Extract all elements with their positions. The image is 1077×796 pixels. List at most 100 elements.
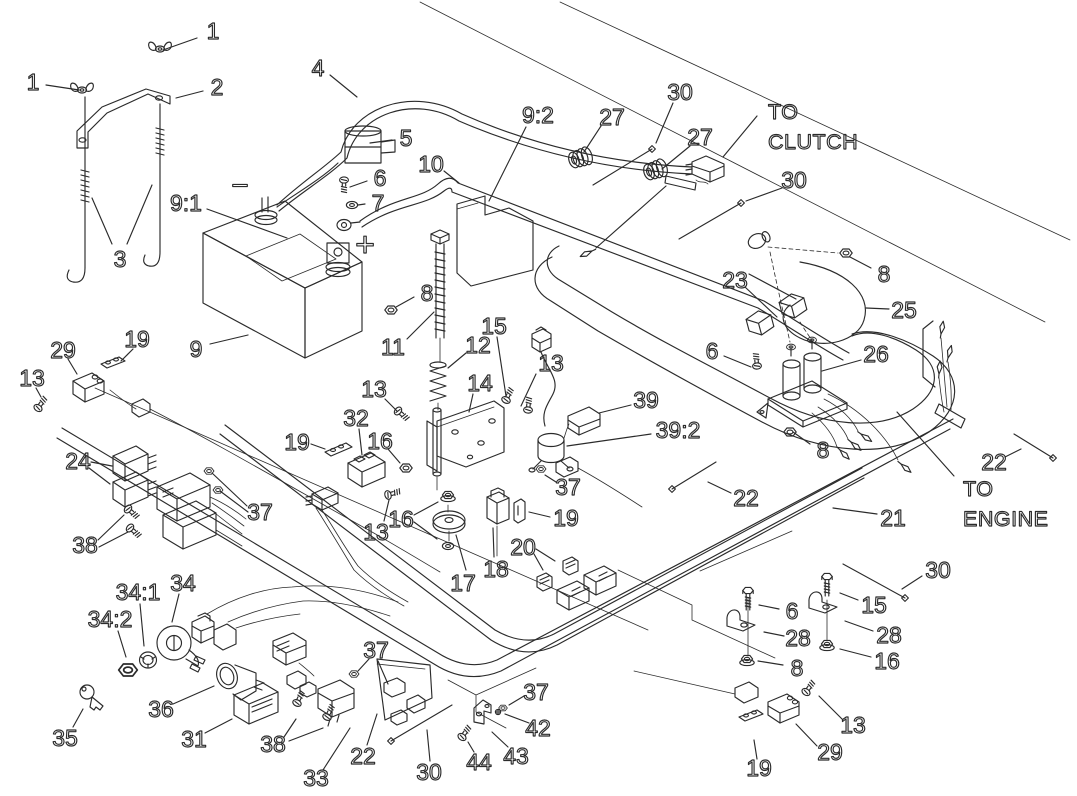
callout-25: 25 <box>891 297 917 323</box>
screw-icon <box>500 386 516 406</box>
leader-line <box>504 713 530 724</box>
callout-38: 38 <box>72 532 98 558</box>
callout-30: 30 <box>667 79 693 105</box>
callout-13: 13 <box>840 712 866 738</box>
callout-34: 34 <box>170 570 196 596</box>
callout-11: 11 <box>381 334 405 360</box>
clutch-connector <box>685 155 725 183</box>
cable-tie <box>387 704 453 745</box>
callout-37: 37 <box>247 499 273 525</box>
callout-9: 9 <box>190 336 203 362</box>
callout-3: 3 <box>114 246 127 272</box>
callout-9:2: 9:2 <box>522 102 554 128</box>
screw-icon <box>124 522 144 541</box>
harness-ring <box>534 245 956 450</box>
leader-line <box>566 433 652 447</box>
callout-16: 16 <box>874 648 900 674</box>
nut-icon <box>498 704 508 712</box>
fuses <box>536 556 617 611</box>
callout-37: 37 <box>523 679 549 705</box>
flange-nut-icon <box>739 654 755 667</box>
callout-38: 38 <box>260 731 286 757</box>
leader-line <box>832 507 878 515</box>
large-washer <box>432 510 466 534</box>
callout-29: 29 <box>817 739 843 765</box>
callout-39: 39 <box>633 387 659 413</box>
screw-icon <box>383 486 402 501</box>
leader-line <box>91 197 113 245</box>
callout-13: 13 <box>538 350 564 376</box>
callout-16: 16 <box>367 428 393 454</box>
battery <box>202 196 363 359</box>
leader-line <box>839 592 859 601</box>
leader-line <box>492 527 495 558</box>
callout-15: 15 <box>481 313 507 339</box>
callout-28: 28 <box>876 622 902 648</box>
leader-line <box>384 398 398 412</box>
spring <box>429 361 447 402</box>
leader-line <box>763 631 785 637</box>
leader-line <box>357 203 366 206</box>
diode-block <box>486 487 510 557</box>
leader-line <box>655 102 674 144</box>
callout-9:1: 9:1 <box>170 190 202 216</box>
leader-line <box>544 474 557 483</box>
callout-31: 31 <box>181 726 207 752</box>
leader-line <box>447 352 467 369</box>
callout-2: 2 <box>211 74 224 100</box>
callout-21: 21 <box>880 505 906 531</box>
callout-36: 36 <box>148 696 174 722</box>
callout-13: 13 <box>363 519 389 545</box>
callout-8: 8 <box>421 280 434 306</box>
hold-down-bracket <box>76 88 171 149</box>
washer-icon <box>441 541 455 551</box>
leader-line <box>491 731 509 748</box>
terminal-washer-icon <box>345 200 359 210</box>
leader-line <box>117 630 127 658</box>
ring-terminal <box>336 218 361 232</box>
callout-13: 13 <box>19 365 45 391</box>
to-clutch-text: TO <box>768 100 798 124</box>
callout-32: 32 <box>343 405 369 431</box>
callout-8: 8 <box>817 437 830 463</box>
main-harness <box>56 418 954 678</box>
leader-line <box>468 393 474 413</box>
cable-clamp-icon <box>726 609 756 632</box>
leader-line <box>707 481 732 494</box>
leader-line <box>72 708 84 728</box>
cable-tie <box>1013 433 1057 462</box>
callout-15: 15 <box>861 592 887 618</box>
screw-icon <box>291 689 307 709</box>
nut-icon <box>535 465 547 473</box>
nut-icon <box>839 248 853 258</box>
leader-line <box>162 37 198 51</box>
hour-meter <box>233 682 279 725</box>
leader-line <box>758 604 780 610</box>
leader-line <box>387 448 401 464</box>
callout-19: 19 <box>284 429 310 455</box>
leader-line <box>455 534 467 571</box>
leader-line <box>35 387 42 398</box>
leader-line <box>349 180 368 188</box>
carriage-bolt <box>430 229 450 339</box>
callout-35: 35 <box>52 725 78 751</box>
leader-line <box>528 511 551 518</box>
positive-battery-cable <box>359 177 850 361</box>
mount-bracket <box>426 400 505 472</box>
leader-line <box>209 334 249 345</box>
wing-nut-icon <box>148 41 172 53</box>
micro-switch <box>72 356 441 573</box>
cable-tie <box>592 145 656 186</box>
leader-line <box>896 411 955 477</box>
callout-6: 6 <box>374 165 387 191</box>
j-bolt-right <box>143 103 165 267</box>
callout-42: 42 <box>525 715 551 741</box>
leader-line <box>496 336 507 397</box>
callout-30: 30 <box>416 759 442 785</box>
leader-line <box>211 472 248 507</box>
screw-icon <box>321 703 337 723</box>
leader-line <box>508 695 525 706</box>
leader-line <box>172 685 215 705</box>
callout-19: 19 <box>124 326 150 352</box>
solenoid-cable <box>782 261 866 344</box>
